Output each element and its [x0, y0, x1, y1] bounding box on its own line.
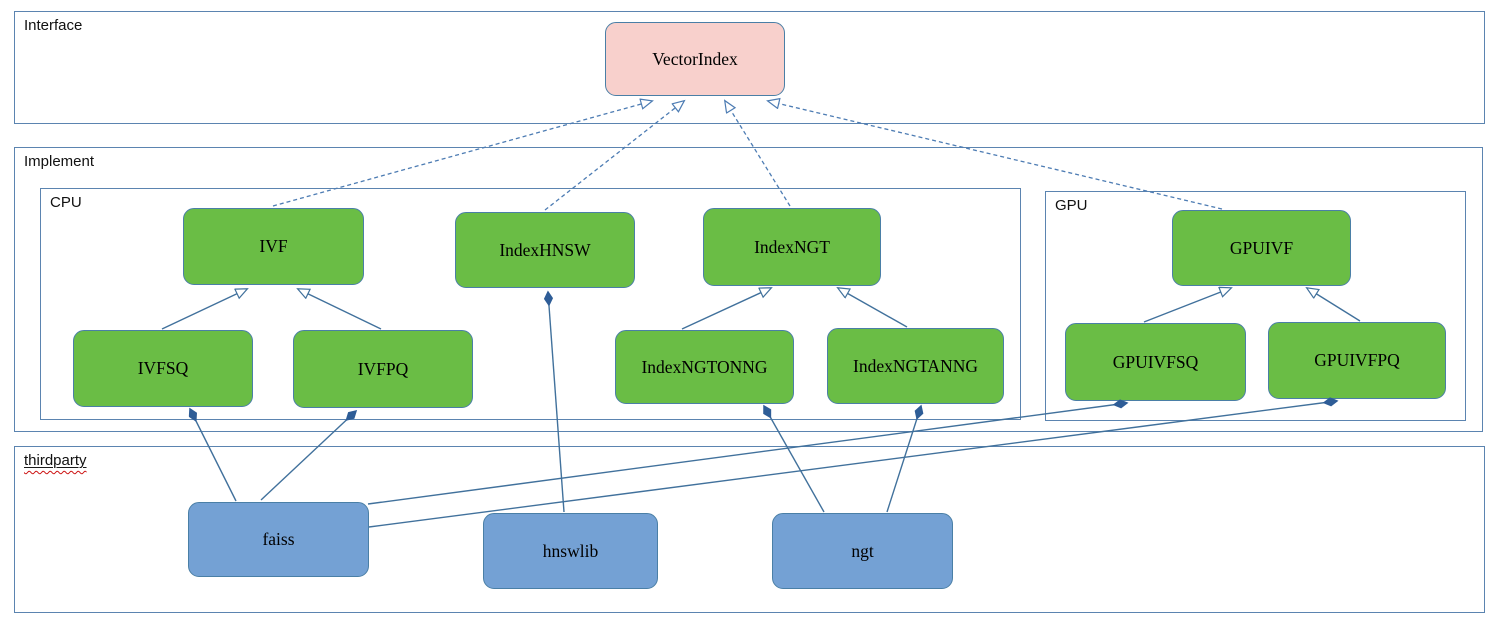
- section-label-thirdparty: thirdparty: [24, 452, 87, 469]
- node-gpuivfpq[interactable]: GPUIVFPQ: [1268, 322, 1446, 399]
- node-gpuivf[interactable]: GPUIVF: [1172, 210, 1351, 286]
- section-label-gpu: GPU: [1055, 197, 1088, 214]
- node-ivf[interactable]: IVF: [183, 208, 364, 285]
- node-gpuivfsq[interactable]: GPUIVFSQ: [1065, 323, 1246, 401]
- node-vectorindex[interactable]: VectorIndex: [605, 22, 785, 96]
- node-indexhnsw[interactable]: IndexHNSW: [455, 212, 635, 288]
- node-ivfsq[interactable]: IVFSQ: [73, 330, 253, 407]
- node-indexngtonng[interactable]: IndexNGTONNG: [615, 330, 794, 404]
- section-label-implement: Implement: [24, 153, 95, 170]
- node-hnswlib[interactable]: hnswlib: [483, 513, 658, 589]
- node-ngt[interactable]: ngt: [772, 513, 953, 589]
- node-indexngt[interactable]: IndexNGT: [703, 208, 881, 286]
- section-label-interface: Interface: [24, 17, 83, 34]
- section-label-cpu: CPU: [50, 194, 82, 211]
- node-indexngtanng[interactable]: IndexNGTANNG: [827, 328, 1004, 404]
- node-ivfpq[interactable]: IVFPQ: [293, 330, 473, 408]
- node-faiss[interactable]: faiss: [188, 502, 369, 577]
